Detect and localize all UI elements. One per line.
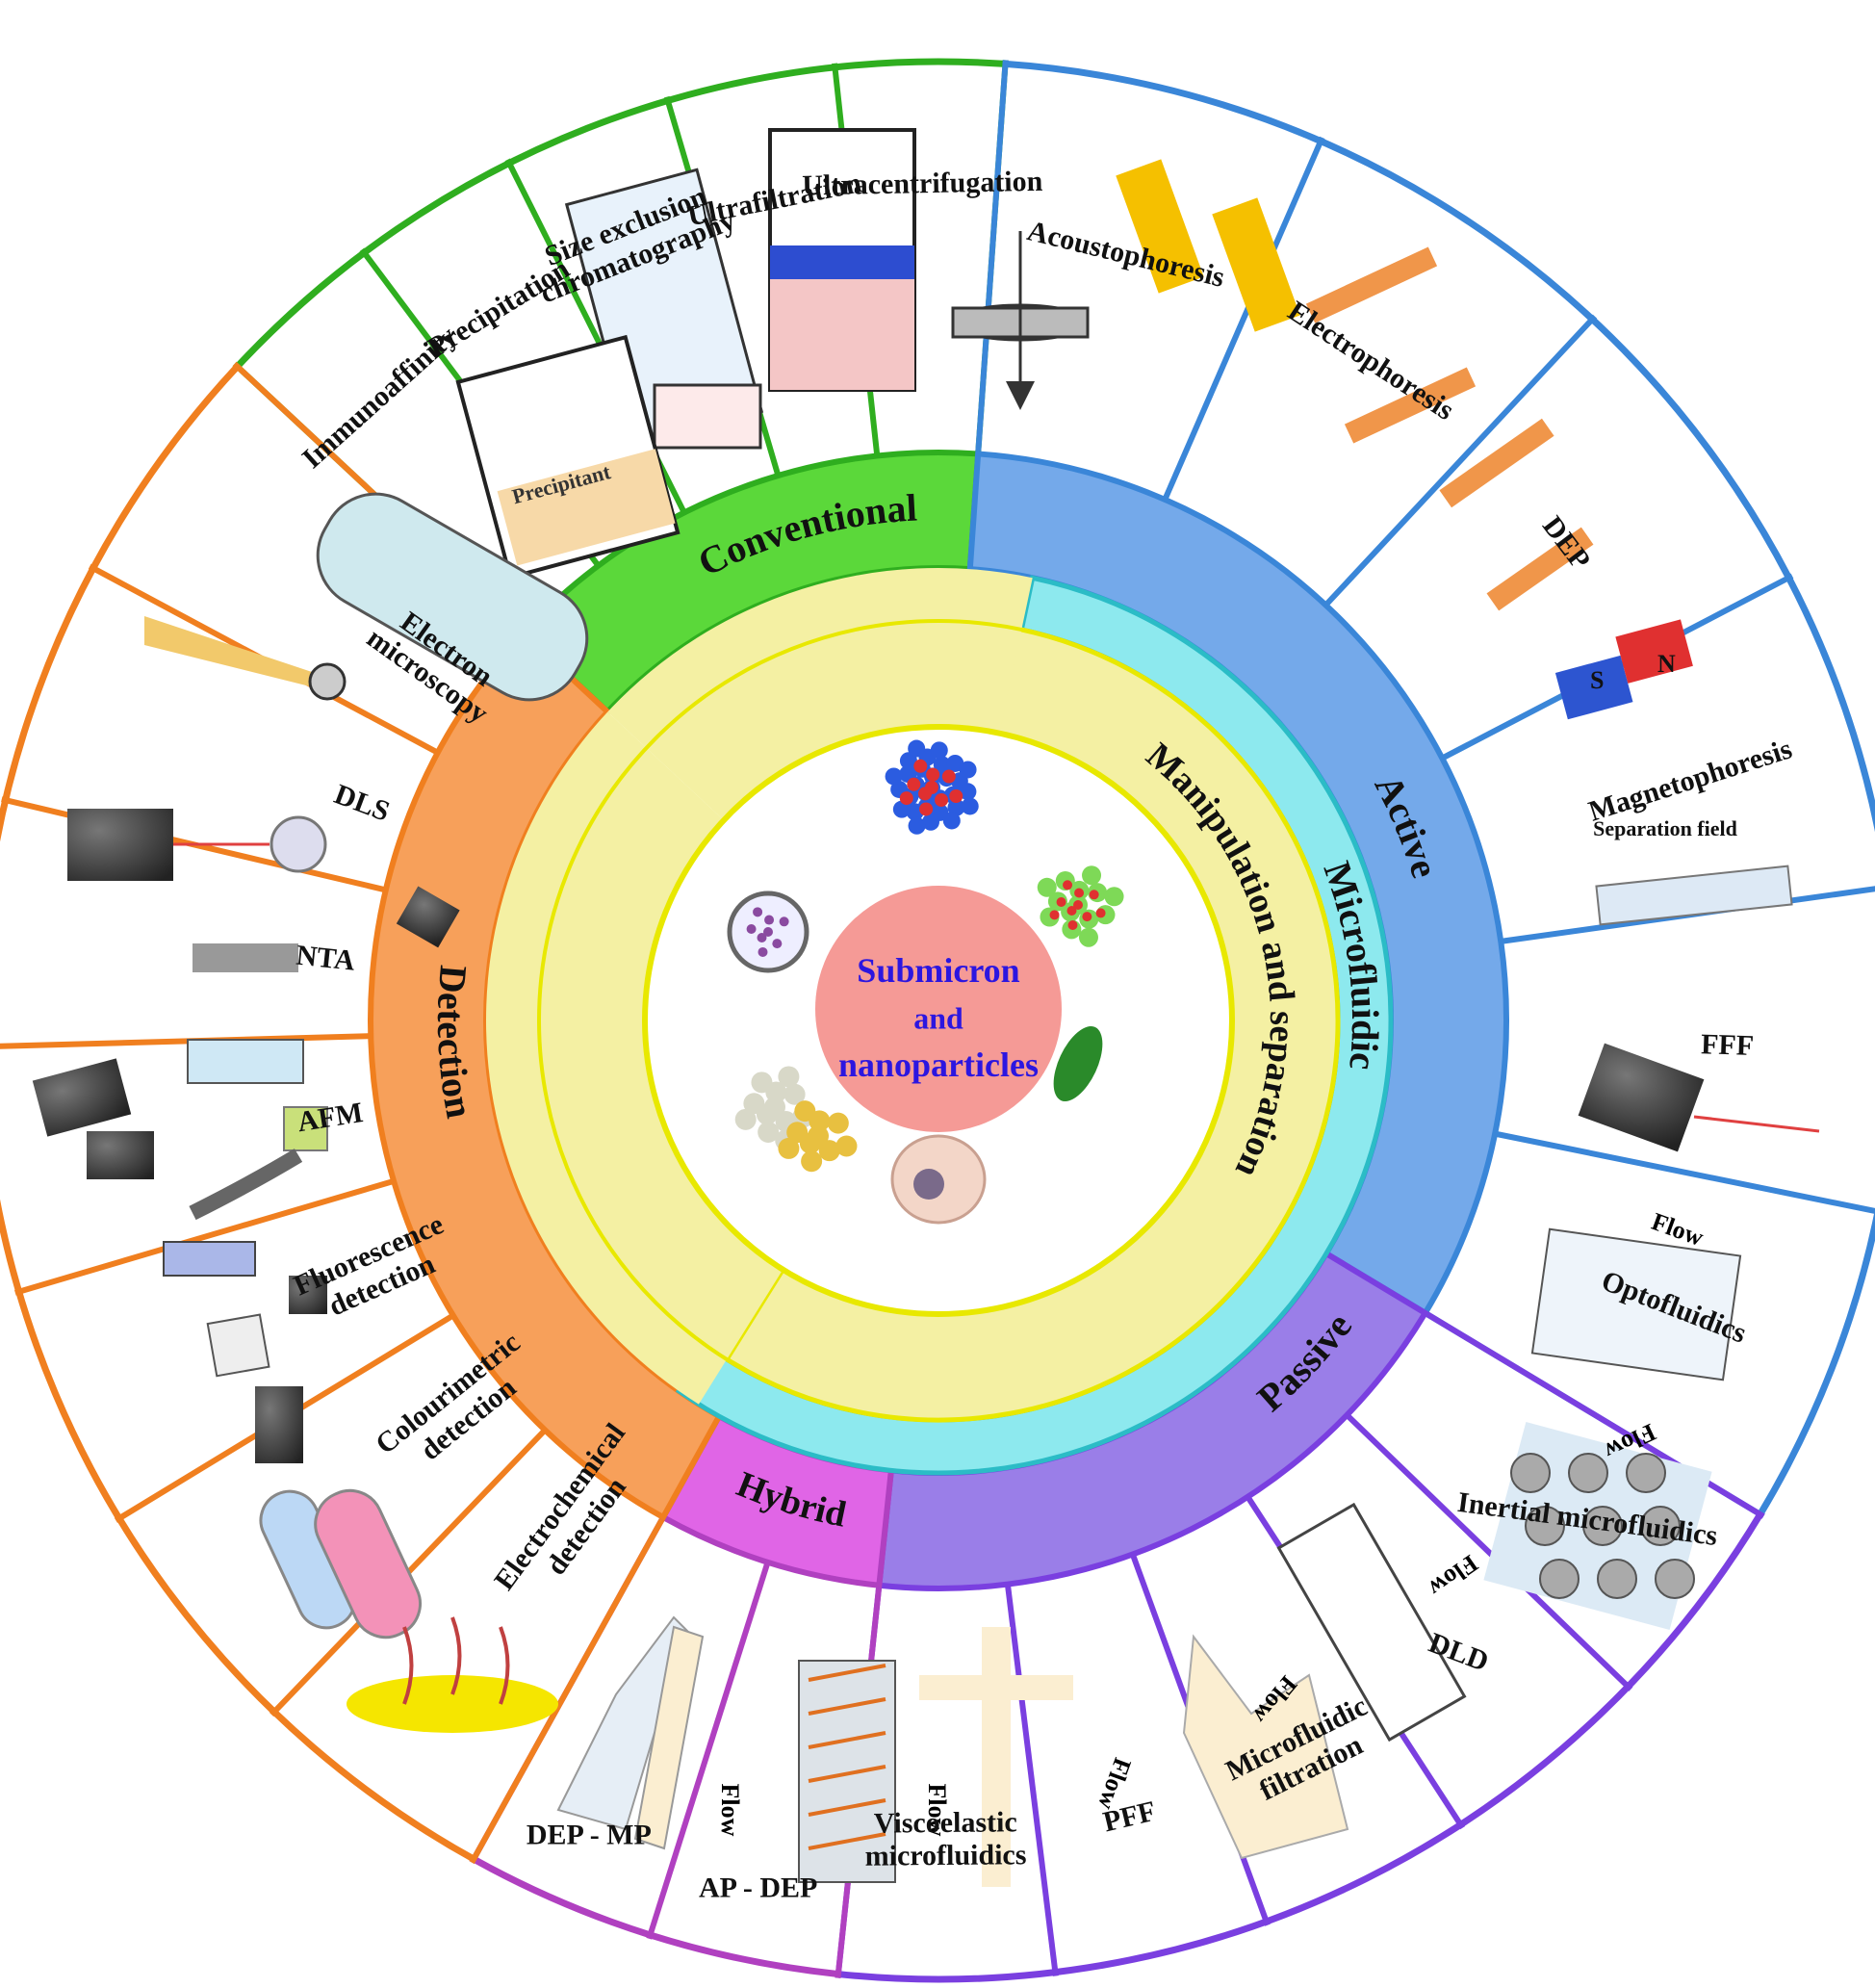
afm-setup-icon [87, 1106, 328, 1277]
microfluidic-filtration-icon [1276, 1502, 1467, 1743]
method-label: NTA [295, 940, 356, 977]
ultrafiltration-tube-icon [768, 128, 916, 392]
nta-setup-icon [32, 943, 304, 1137]
detection-label: Detection [429, 964, 482, 1122]
colourimetric-tubes-icon [259, 1488, 422, 1639]
immunoaffinity-tube-icon [316, 492, 589, 702]
electrochemical-electrode-icon [347, 1616, 558, 1733]
inertial-channel-icon: Flow [1530, 1207, 1742, 1381]
method-label: AP - DEP [699, 1872, 817, 1904]
ultracentrifuge-icon [951, 231, 1090, 410]
dld-pillars-icon [1483, 1422, 1712, 1630]
method-ultracentrifugation: Ultracentrifugation [802, 166, 1043, 202]
detection-divider [469, 1515, 666, 1865]
magnet-south-label: S [1590, 666, 1604, 694]
separation-field-label: Separation field [1593, 816, 1737, 840]
electrophoresis-icon [1305, 246, 1477, 444]
passive-rim [837, 1512, 1763, 1983]
center-title-line1: Submicron [857, 951, 1019, 990]
manipulation-ring-left [485, 711, 783, 1405]
method-fff: FFF [1701, 1028, 1755, 1062]
center-title-line2: and [913, 1001, 963, 1036]
bacterium-icon [1053, 1026, 1103, 1101]
method-ap-dep: AP - DEP [699, 1872, 817, 1904]
dep-icon [1439, 418, 1594, 611]
method-label: DEP - MP [527, 1819, 652, 1850]
hybrid-divider [646, 1561, 771, 1940]
optofluidics-laser-icon [1578, 1043, 1820, 1152]
method-dep-mp: DEP - MP [527, 1819, 652, 1850]
viscoelastic-channel-icon [919, 1627, 1073, 1887]
flow-label-1: Flow [923, 1784, 951, 1837]
dep-mp-channel-icon [556, 1615, 705, 1850]
center-title-line3: nanoparticles [838, 1046, 1039, 1084]
magnet-north-label: N [1657, 650, 1676, 678]
center-circle [815, 886, 1062, 1132]
manipulation-ring-layer [485, 568, 1341, 1423]
center-layer: Submicron and nanoparticles [650, 732, 1227, 1309]
detection-divider [0, 1033, 372, 1049]
precipitation-tube-icon: Precipitant [455, 334, 681, 581]
method-label: Viscoelastic [874, 1806, 1017, 1839]
flow-label-0: Flow [716, 1784, 744, 1837]
outer-dividers-layer [0, 58, 1875, 1983]
detection-divider [13, 1177, 395, 1296]
acoustophoresis-icon [1116, 159, 1300, 332]
active-divider [1323, 314, 1598, 607]
pff-channel-icon [1182, 1634, 1349, 1860]
electron-microscope-icon [144, 616, 347, 701]
conventional-rim [235, 58, 1006, 370]
active-divider [1494, 1130, 1875, 1215]
manipulation-ring-top [607, 568, 1033, 820]
fluorescence-setup-icon [206, 1276, 327, 1463]
fff-channel-icon: Separation field [1593, 816, 1793, 926]
dls-setup-icon [67, 809, 460, 948]
method-label: FFF [1701, 1028, 1755, 1062]
method-label: Ultracentrifugation [802, 166, 1043, 202]
active-divider [975, 60, 1009, 454]
magnet-icon: SN [1554, 619, 1693, 720]
detection-rim [0, 364, 475, 1863]
active-divider [1162, 136, 1325, 502]
passive-divider [1004, 1584, 1059, 1976]
method-label: microfluidics [865, 1839, 1027, 1872]
passive-divider [1345, 1412, 1633, 1691]
ap-dep-channel-icon [798, 1660, 896, 1883]
method-nta: NTA [295, 940, 356, 977]
